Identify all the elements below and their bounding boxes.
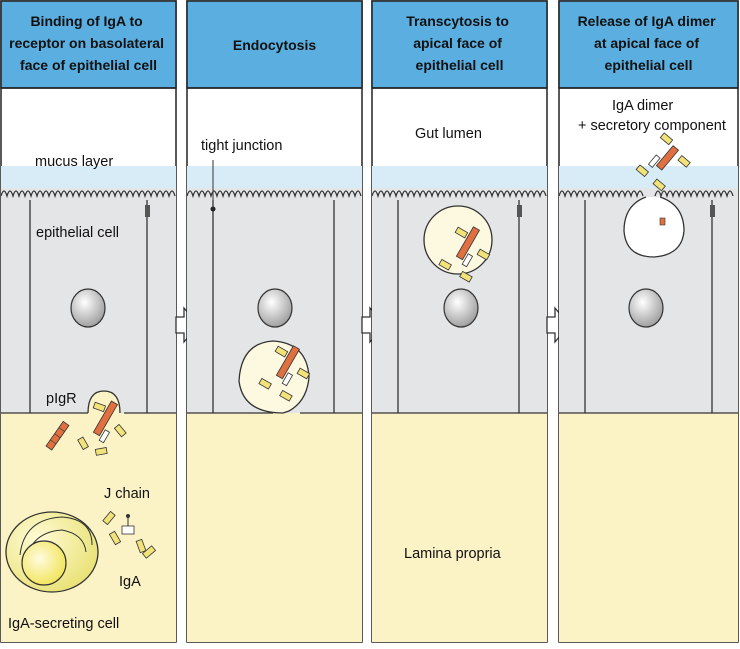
label-secretory-component: + secretory component bbox=[578, 118, 726, 134]
panel-2-title: Endocytosis bbox=[233, 37, 316, 53]
label-gut-lumen: Gut lumen bbox=[415, 126, 482, 142]
panel-2: Endocytosis tight junction bbox=[186, 0, 363, 643]
label-iga: IgA bbox=[119, 574, 141, 590]
label-iga-secreting-cell: IgA-secreting cell bbox=[8, 616, 119, 632]
label-iga-dimer: IgA dimer bbox=[612, 98, 673, 114]
panel-3-header bbox=[371, 0, 548, 89]
panel-1-header bbox=[0, 0, 177, 89]
panel-4-header bbox=[558, 0, 739, 89]
iga-dimer-released bbox=[635, 132, 691, 192]
endocytic-vesicle bbox=[238, 340, 310, 414]
nucleus bbox=[70, 288, 106, 328]
label-j-chain: J chain bbox=[104, 486, 150, 502]
pigr-receptor bbox=[45, 420, 70, 451]
transcytotic-vesicle bbox=[423, 205, 493, 275]
iga-secreting-cell bbox=[5, 511, 99, 593]
iga-dimer-bound bbox=[77, 400, 127, 456]
nucleus bbox=[443, 288, 479, 328]
label-mucus-layer: mucus layer bbox=[35, 154, 113, 170]
panel-4-title: Release of IgA dimer at apical face of e… bbox=[578, 13, 720, 73]
label-lamina-propria: Lamina propria bbox=[404, 546, 502, 562]
panel-1-title: Binding of IgA to receptor on basolatera… bbox=[9, 13, 168, 73]
panel-3: Transcytosis to apical face of epithelia… bbox=[371, 0, 548, 643]
panel-3-title: Transcytosis to apical face of epithelia… bbox=[406, 13, 513, 73]
iga-dimer-free bbox=[102, 510, 157, 559]
label-epithelial-cell: epithelial cell bbox=[36, 225, 119, 241]
label-tight-junction: tight junction bbox=[201, 138, 282, 154]
panel-1: Binding of IgA to receptor on basolatera… bbox=[0, 0, 177, 643]
released-vesicle bbox=[623, 196, 685, 258]
nucleus bbox=[628, 288, 664, 328]
nucleus bbox=[257, 288, 293, 328]
panel-4: Release of IgA dimer at apical face of e… bbox=[558, 0, 739, 643]
label-pigr: pIgR bbox=[46, 391, 77, 407]
